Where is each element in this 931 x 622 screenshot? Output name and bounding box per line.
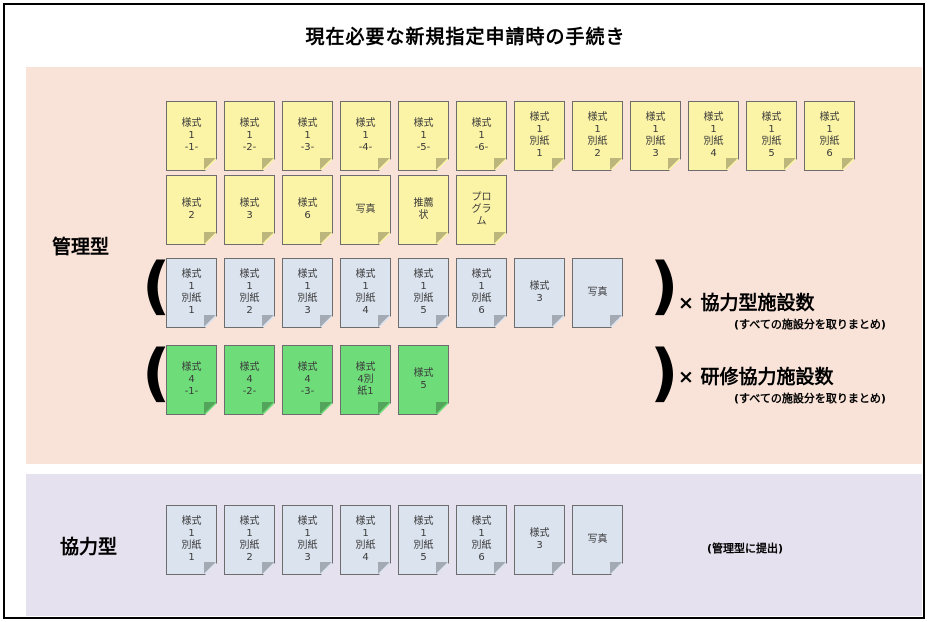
document-form: 様式 4別 紙1 — [340, 345, 391, 415]
document-form: プロ グラ ム — [456, 175, 507, 245]
document-form: 様式 4 -1- — [166, 345, 217, 415]
document-form: 様式 1 -2- — [224, 101, 275, 171]
document-form: 様式 1 別紙 3 — [282, 505, 333, 575]
document-form: 様式 1 別紙 1 — [166, 505, 217, 575]
document-form: 写真 — [340, 175, 391, 245]
document-form: 様式 4 -2- — [224, 345, 275, 415]
cooperation-label: 協力型 — [60, 536, 118, 558]
training-facility-multiplier: × 研修協力施設数 — [678, 366, 834, 388]
document-form: 様式 1 別紙 3 — [630, 101, 681, 171]
document-form: 推薦 状 — [398, 175, 449, 245]
document-form: 様式 1 別紙 5 — [398, 258, 449, 328]
document-form: 様式 1 別紙 4 — [340, 258, 391, 328]
document-form: 様式 1 別紙 4 — [688, 101, 739, 171]
document-form: 様式 1 別紙 2 — [224, 505, 275, 575]
open-paren-2: ( — [142, 336, 171, 409]
document-form: 様式 4 -3- — [282, 345, 333, 415]
document-form: 様式 1 別紙 6 — [456, 258, 507, 328]
document-form: 様式 1 -5- — [398, 101, 449, 171]
cooperation-facility-note: (すべての施設分を取りまとめ) — [734, 318, 886, 331]
document-form: 様式 2 — [166, 175, 217, 245]
close-paren-2: ) — [650, 336, 679, 409]
close-paren-1: ) — [650, 249, 679, 322]
document-form: 様式 1 -4- — [340, 101, 391, 171]
document-form: 様式 1 -1- — [166, 101, 217, 171]
document-form: 様式 1 -3- — [282, 101, 333, 171]
training-facility-note: (すべての施設分を取りまとめ) — [734, 392, 886, 405]
document-form: 様式 1 別紙 1 — [514, 101, 565, 171]
document-form: 様式 1 別紙 5 — [398, 505, 449, 575]
document-form: 様式 1 別紙 2 — [572, 101, 623, 171]
cooperation-facility-multiplier: × 協力型施設数 — [678, 292, 815, 314]
document-form: 写真 — [572, 505, 623, 575]
document-form: 様式 1 別紙 2 — [224, 258, 275, 328]
document-form: 様式 3 — [224, 175, 275, 245]
submit-note: (管理型に提出) — [707, 542, 784, 555]
document-form: 様式 5 — [398, 345, 449, 415]
document-form: 様式 3 — [514, 258, 565, 328]
management-row-1: 様式 1 -1-様式 1 -2-様式 1 -3-様式 1 -4-様式 1 -5-… — [166, 101, 855, 171]
document-form: 様式 3 — [514, 505, 565, 575]
document-form: 様式 1 別紙 6 — [456, 505, 507, 575]
document-form: 様式 1 別紙 1 — [166, 258, 217, 328]
document-form: 様式 1 別紙 4 — [340, 505, 391, 575]
document-form: 様式 1 別紙 5 — [746, 101, 797, 171]
document-form: 様式 6 — [282, 175, 333, 245]
document-form: 様式 1 -6- — [456, 101, 507, 171]
document-form: 様式 1 別紙 3 — [282, 258, 333, 328]
document-form: 写真 — [572, 258, 623, 328]
open-paren-1: ( — [142, 249, 171, 322]
management-label: 管理型 — [52, 236, 110, 258]
document-form: 様式 1 別紙 6 — [804, 101, 855, 171]
page-title: 現在必要な新規指定申請時の手続き — [305, 26, 626, 48]
